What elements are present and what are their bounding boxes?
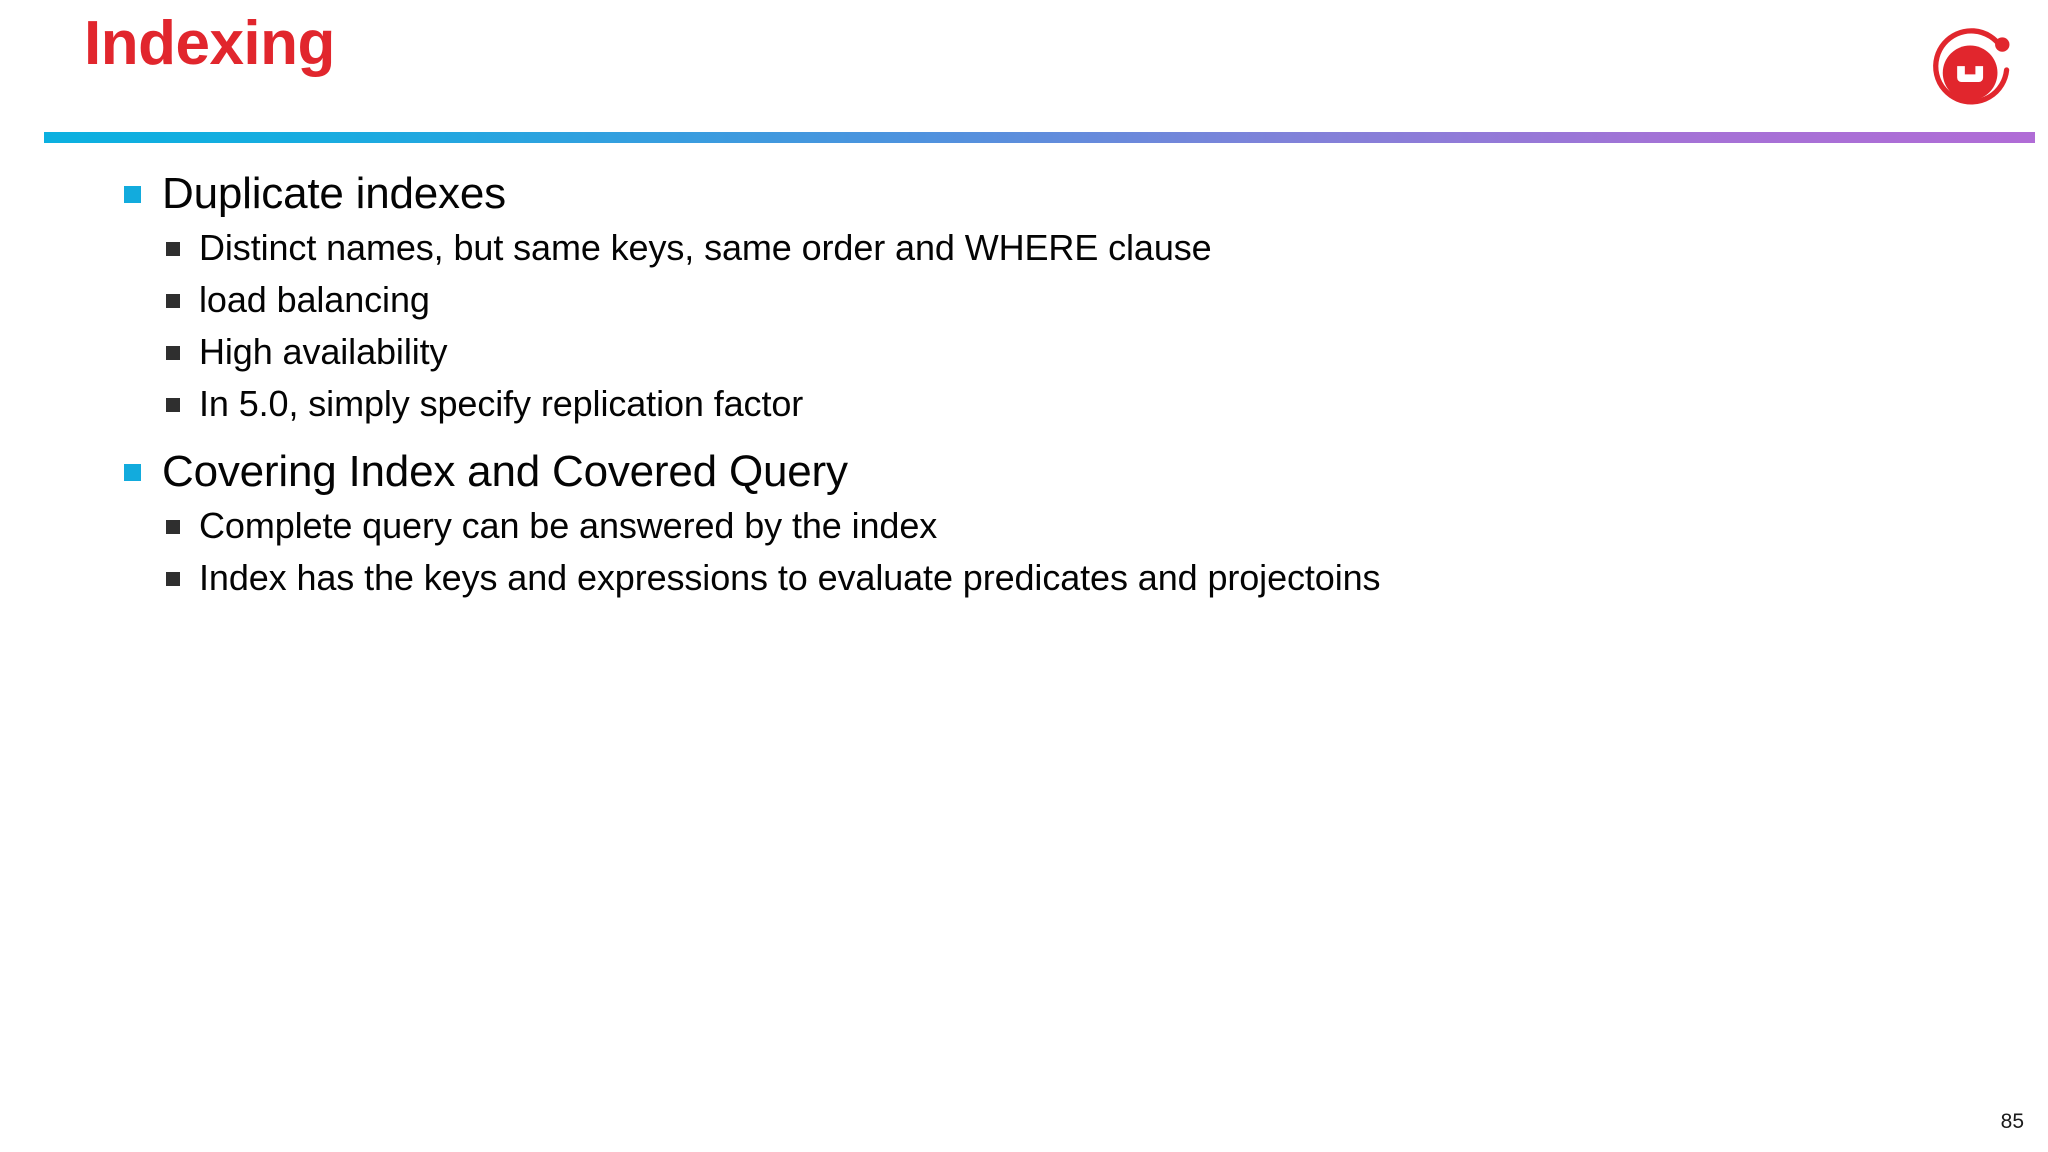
list-item: Index has the keys and expressions to ev…: [124, 556, 1944, 600]
list-item: In 5.0, simply specify replication facto…: [124, 382, 1944, 426]
bullet-marker-level2: [166, 398, 180, 412]
list-group-spacer: [124, 434, 1944, 446]
list-item: load balancing: [124, 278, 1944, 322]
bullet-marker-level1: [124, 186, 141, 203]
list-item-label: Covering Index and Covered Query: [162, 447, 848, 496]
couchbase-logo: [1925, 22, 2021, 118]
page-title: Indexing: [84, 9, 335, 78]
list-item-label: Complete query can be answered by the in…: [199, 505, 938, 546]
list-item-label: Duplicate indexes: [162, 169, 506, 218]
list-item-label: load balancing: [199, 279, 430, 320]
list-item-label: Distinct names, but same keys, same orde…: [199, 227, 1212, 268]
title-divider-rule: [44, 132, 2035, 143]
bullet-marker-level2: [166, 242, 180, 256]
list-item: Distinct names, but same keys, same orde…: [124, 226, 1944, 270]
bullet-list: Duplicate indexes Distinct names, but sa…: [124, 168, 1944, 608]
list-item: Complete query can be answered by the in…: [124, 504, 1944, 548]
bullet-marker-level2: [166, 520, 180, 534]
bullet-marker-level2: [166, 294, 180, 308]
bullet-marker-level1: [124, 464, 141, 481]
list-item-label: In 5.0, simply specify replication facto…: [199, 383, 804, 424]
page-number: 85: [2000, 1110, 2024, 1133]
list-item-label: High availability: [199, 331, 448, 372]
bullet-marker-level2: [166, 346, 180, 360]
bullet-marker-level2: [166, 572, 180, 586]
list-item: Duplicate indexes: [124, 168, 1944, 220]
list-item: High availability: [124, 330, 1944, 374]
list-item-label: Index has the keys and expressions to ev…: [199, 557, 1381, 598]
list-item: Covering Index and Covered Query: [124, 446, 1944, 498]
